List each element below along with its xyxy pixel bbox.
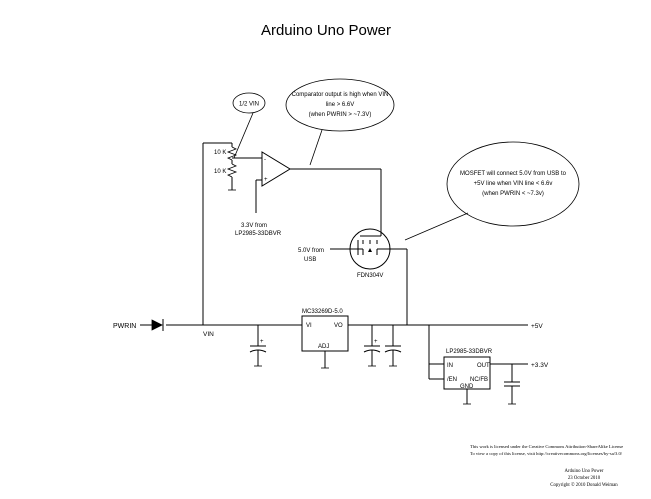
mosfet-note-line1: MOSFET will connect 5.0V from USB to xyxy=(460,171,567,177)
comparator-note-line2: line > 6.6V xyxy=(326,102,355,108)
reg3-part-label: LP2985-33DBVR xyxy=(446,349,493,355)
svg-text:GND: GND xyxy=(460,384,474,390)
svg-text:USB: USB xyxy=(304,257,316,263)
plus5v-capacitor-1: + xyxy=(363,325,381,367)
ref-3v3-label: 3.3V from LP2985-33DBVR xyxy=(235,223,282,237)
mosfet-part-label: FDN304V xyxy=(357,273,383,279)
half-vin-callout: 1/2 VIN xyxy=(232,92,266,159)
vin-input-capacitor: + xyxy=(249,325,267,367)
voltage-divider: 10 K 10 K xyxy=(214,143,262,191)
svg-text:IN: IN xyxy=(447,363,453,369)
svg-text:3.3V from: 3.3V from xyxy=(241,223,267,229)
comparator-note-line1: Comparator output is high when VIN xyxy=(292,92,389,98)
svg-text:VI: VI xyxy=(306,323,312,329)
mosfet-note-line2: +5V line when VIN line < 6.6v xyxy=(474,181,553,187)
regulator-5v: MC33269D-5.0 VI VO ADJ xyxy=(301,309,349,369)
svg-text:Copyright © 2010 Donald Weima: Copyright © 2010 Donald Weiman xyxy=(550,482,618,488)
mosfet: FDN304V xyxy=(330,228,407,279)
svg-text:+: + xyxy=(264,177,268,183)
pwrin-diode xyxy=(151,319,164,331)
svg-text:LP2985-33DBVR: LP2985-33DBVR xyxy=(235,231,282,237)
vin-rail xyxy=(140,142,302,326)
mosfet-note-line3: (when PWRIN < ~7.3v) xyxy=(482,191,544,197)
usb-5v-label: 5.0V from USB xyxy=(298,248,324,263)
svg-text:5.0V from: 5.0V from xyxy=(298,248,324,254)
svg-text:To view a copy of this license: To view a copy of this license, visit ht… xyxy=(470,451,623,457)
plus3v3-label: +3.3V xyxy=(531,362,549,369)
mosfet-callout: MOSFET will connect 5.0V from USB to +5V… xyxy=(404,141,580,241)
plus5v-capacitor-2 xyxy=(384,325,402,367)
r-bottom-label: 10 K xyxy=(214,169,226,175)
svg-text:23 October 2010: 23 October 2010 xyxy=(568,476,601,481)
license-notice: This work is licensed under the Creative… xyxy=(470,444,623,457)
reg5-part-label: MC33269D-5.0 xyxy=(302,309,343,315)
svg-text:+: + xyxy=(374,339,378,345)
svg-text:NC/FB: NC/FB xyxy=(470,377,488,383)
svg-text:OUT: OUT xyxy=(477,363,490,369)
comparator-callout: Comparator output is high when VIN line … xyxy=(285,78,395,166)
svg-text:Arduino Uno Power: Arduino Uno Power xyxy=(565,469,604,474)
comparator: - + xyxy=(255,151,382,229)
svg-text:This work is licensed under th: This work is licensed under the Creative… xyxy=(470,444,623,449)
svg-text:VO: VO xyxy=(334,323,343,329)
r-top-label: 10 K xyxy=(214,150,226,156)
plus5v-rail: +5V xyxy=(348,249,543,380)
svg-text:-: - xyxy=(264,157,266,163)
diagram-title: Arduino Uno Power xyxy=(261,22,391,39)
plus5v-label: +5V xyxy=(531,323,543,330)
credit-block: Arduino Uno Power 23 October 2010 Copyri… xyxy=(550,469,618,488)
half-vin-label: 1/2 VIN xyxy=(239,102,259,108)
plus3v3-capacitor xyxy=(504,364,520,405)
pwrin-label: PWRIN xyxy=(113,323,136,330)
vin-label: VIN xyxy=(203,331,214,338)
svg-text:/EN: /EN xyxy=(447,377,457,383)
regulator-3v3: LP2985-33DBVR IN OUT /EN NC/FB GND +3.3V xyxy=(443,349,549,405)
svg-text:ADJ: ADJ xyxy=(318,344,329,350)
comparator-note-line3: (when PWRIN > ~7.3V) xyxy=(309,112,372,118)
cap-polarity-mark: + xyxy=(260,339,264,345)
